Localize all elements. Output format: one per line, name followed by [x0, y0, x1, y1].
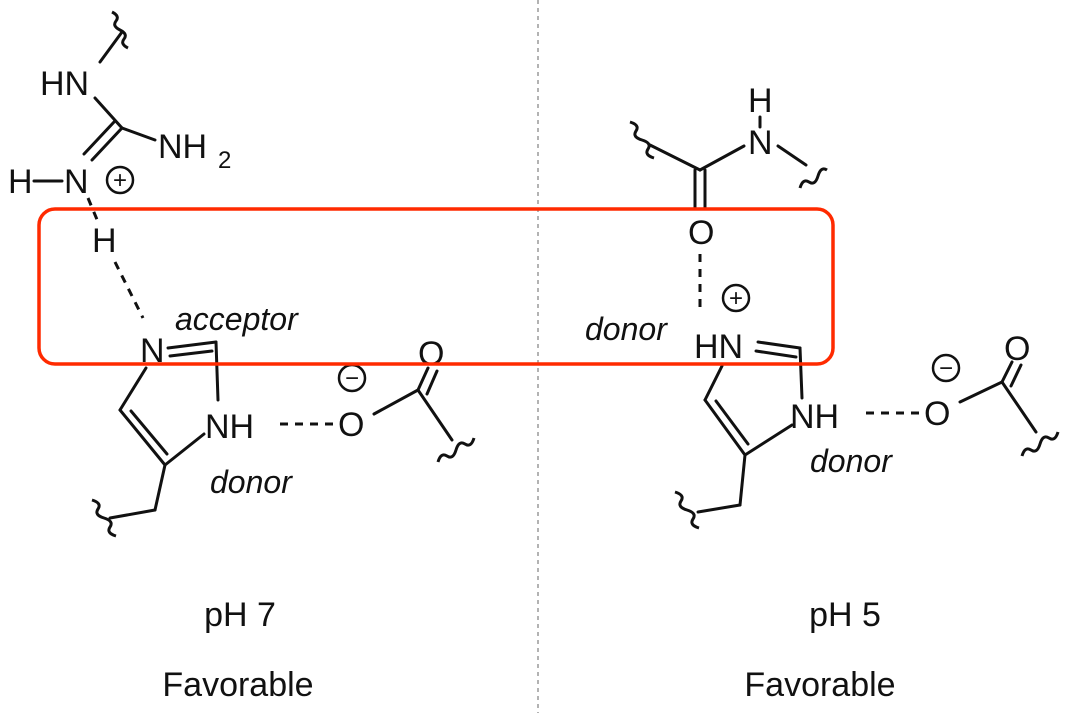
left-panel-ph7: HN NH 2 H N + H acceptor N NH donor — [8, 10, 476, 704]
bond — [1000, 380, 1038, 434]
double-bond — [416, 366, 430, 392]
double-bond — [129, 409, 169, 456]
atom-h-amide: H — [748, 82, 773, 120]
bond — [98, 30, 124, 64]
double-bond — [168, 349, 214, 358]
highlight-box — [37, 207, 835, 366]
wavy-bond-icon — [798, 167, 828, 189]
bond — [958, 380, 1004, 404]
positive-charge-icon: + — [105, 165, 135, 195]
bond — [108, 508, 157, 520]
double-bond — [166, 340, 218, 350]
double-bond — [82, 120, 116, 156]
double-bond — [714, 399, 750, 446]
atom-n-amide: N — [748, 124, 773, 162]
hydrogen-bond — [86, 197, 100, 223]
wavy-bond-icon — [436, 437, 476, 463]
atom-h-bridge: H — [92, 222, 117, 260]
bond — [738, 453, 747, 507]
bond — [696, 503, 742, 514]
double-bond — [1009, 363, 1023, 388]
double-bond — [1000, 360, 1014, 384]
svg-text:−: − — [939, 355, 953, 382]
wavy-bond-icon — [1020, 431, 1060, 457]
bond — [698, 144, 746, 172]
bond — [648, 143, 702, 172]
svg-text:+: + — [729, 285, 743, 312]
label-donor: donor — [210, 464, 293, 500]
atom-o-carbonyl: O — [418, 335, 444, 373]
ph-label: pH 7 — [204, 596, 276, 634]
double-bond — [703, 398, 747, 457]
double-bond — [756, 340, 802, 350]
atom-o-amide: O — [688, 214, 714, 252]
bond — [798, 346, 804, 400]
bond — [776, 144, 808, 167]
wavy-bond-icon — [629, 120, 655, 160]
atom-hn: HN — [40, 65, 89, 103]
wavy-bond-icon — [674, 490, 700, 530]
positive-charge-icon: + — [721, 283, 751, 313]
atom-nh2: NH — [158, 128, 207, 166]
atom-nh-ring: NH — [205, 408, 254, 446]
label-acceptor: acceptor — [175, 301, 299, 337]
bond — [120, 126, 157, 142]
atom-h: H — [8, 163, 33, 201]
wavy-bond-icon — [91, 498, 117, 538]
svg-text:+: + — [113, 167, 127, 194]
verdict-label: Favorable — [744, 666, 895, 704]
ph-label: pH 5 — [809, 596, 881, 634]
bond — [93, 96, 124, 130]
atom-o-minus: O — [338, 406, 364, 444]
bond — [416, 388, 454, 442]
hydrogen-bond — [113, 261, 145, 319]
negative-charge-icon: − — [337, 363, 367, 393]
bond — [118, 366, 148, 412]
atom-nh2-subscript: 2 — [218, 147, 231, 174]
bond — [743, 423, 794, 457]
right-panel-ph5: H N O + donor HN NH donor O — [585, 82, 1060, 704]
bond — [372, 388, 420, 416]
atom-o-minus: O — [924, 395, 950, 433]
bond — [703, 364, 724, 402]
negative-charge-icon: − — [931, 353, 961, 383]
double-bond — [425, 369, 439, 396]
label-donor-top: donor — [585, 311, 668, 347]
bond — [153, 463, 167, 512]
wavy-bond-icon — [111, 10, 129, 50]
svg-text:−: − — [345, 365, 359, 392]
verdict-label: Favorable — [162, 666, 313, 704]
double-bond — [90, 126, 124, 162]
double-bond — [754, 349, 798, 359]
atom-hn-ring: HN — [694, 328, 743, 366]
atom-n-plus: N — [64, 163, 89, 201]
bond — [163, 432, 206, 467]
atom-nh-ring: NH — [790, 398, 839, 436]
bond — [214, 340, 220, 402]
atom-o-carbonyl: O — [1004, 330, 1030, 368]
label-donor-bottom: donor — [810, 443, 893, 479]
double-bond — [118, 408, 167, 467]
